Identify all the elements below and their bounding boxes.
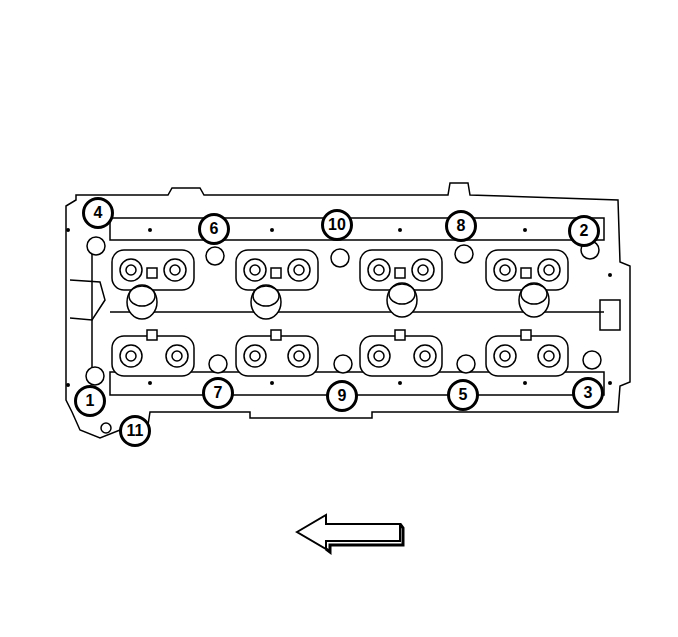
cap-studs: [147, 268, 531, 340]
callout-number: 4: [82, 197, 114, 229]
left-edge: [91, 240, 93, 372]
callout-number: 3: [572, 377, 604, 409]
head-outline: [66, 183, 630, 438]
callout-number: 9: [326, 380, 358, 412]
callout-number: 1: [74, 385, 106, 417]
callout-number: 6: [198, 213, 230, 245]
upper-rail: [110, 218, 604, 240]
rail-dots: [66, 228, 612, 387]
arrow-shadow: [326, 524, 403, 552]
cap-bolts: [120, 259, 560, 367]
callout-number: 10: [321, 209, 353, 241]
left-detail: [70, 280, 105, 320]
head-bolts: [86, 237, 601, 433]
right-detail: [600, 300, 620, 330]
callout-number: 7: [202, 377, 234, 409]
callout-number: 8: [445, 210, 477, 242]
callout-number: 11: [119, 415, 151, 447]
upper-caps: [112, 250, 568, 376]
callout-number: 2: [568, 215, 600, 247]
callout-number: 5: [447, 379, 479, 411]
plug-tubes: [127, 283, 549, 319]
